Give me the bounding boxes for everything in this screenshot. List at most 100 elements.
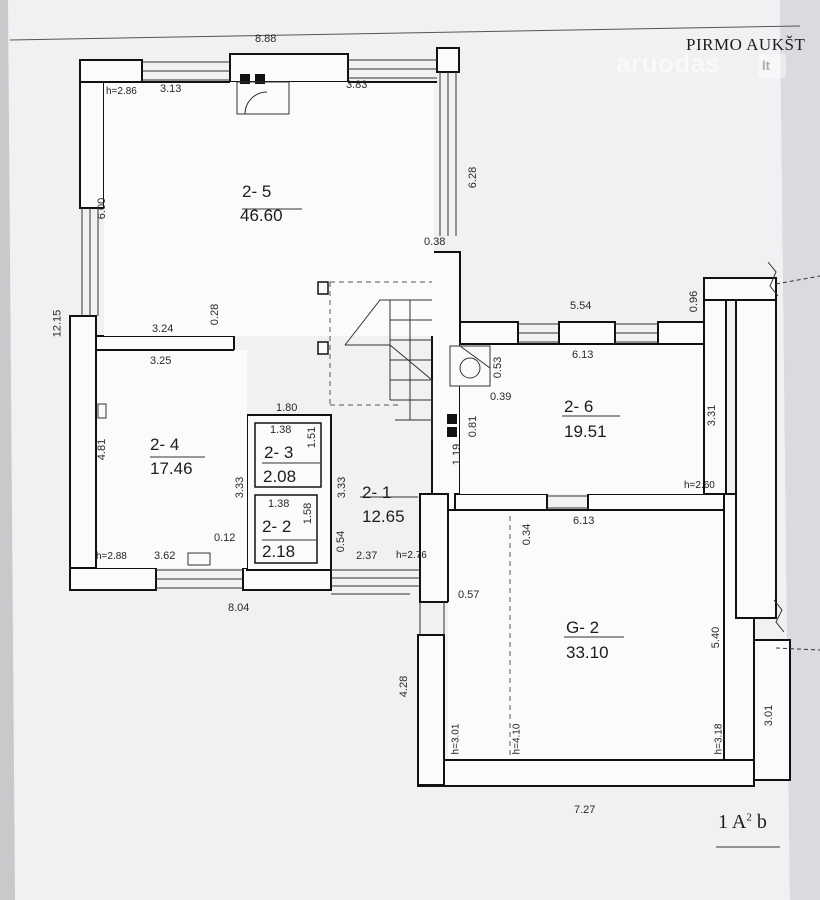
room-2-5-area: 46.60 — [240, 206, 283, 225]
room-g-2-floor — [448, 510, 724, 760]
window-r6-top-left — [518, 323, 559, 343]
room-2-2-floor — [254, 494, 318, 564]
wall-g2-left-top — [419, 493, 449, 603]
dim-left-total: 12.15 — [51, 309, 64, 338]
dim-wc-side-b: 3.33 — [336, 476, 349, 499]
wall-r6-right-top — [703, 277, 777, 301]
column-marker-lower — [317, 341, 329, 355]
window-r6-top-right — [615, 323, 658, 343]
dim-bottom-total: 8.04 — [228, 602, 250, 614]
watermark-logo: aruodas — [616, 48, 721, 78]
staircase — [344, 299, 433, 440]
wall-right-extension — [735, 299, 777, 619]
room-2-1-id: 2- 1 — [362, 483, 392, 502]
room-2-1-area: 12.65 — [362, 507, 405, 526]
dim-partition-top: 3.24 — [152, 323, 174, 335]
title-rule — [9, 25, 801, 41]
room-2-2-id: 2- 2 — [262, 517, 292, 536]
room-2-3-area: 2.08 — [263, 467, 297, 486]
height-r4: h=2.88 — [96, 551, 127, 562]
dim-top-total: 8.88 — [255, 33, 277, 45]
room-g-2-id: G- 2 — [566, 618, 600, 637]
dim-r6-top-inner: 6.13 — [572, 349, 594, 361]
wall-r6-top-left — [459, 321, 519, 345]
height-g2-left: h=3.01 — [450, 723, 462, 755]
wall-g2-bottom — [417, 759, 755, 787]
watermark-badge — [758, 54, 786, 78]
dim-hall-bottom: 2.37 — [356, 550, 378, 562]
sheet-label-sup: 2 — [746, 811, 752, 824]
sheet-label-prefix: 1 A — [718, 811, 747, 833]
wall-bottom-mid — [242, 567, 332, 591]
window-top-right — [348, 59, 437, 79]
door-r6-g2 — [547, 495, 588, 509]
dim-g2-left-outer: 4.28 — [398, 675, 411, 698]
wall-r6-g2-left — [454, 493, 548, 511]
entrance-steps — [331, 569, 420, 595]
dim-boiler-c: 0.81 — [467, 415, 480, 438]
wall-r6-right — [703, 277, 727, 495]
room-2-2-area: 2.18 — [262, 542, 296, 561]
room-2-4-area: 17.46 — [150, 459, 193, 478]
window-left — [81, 208, 99, 316]
dim-room4-depth: 4.81 — [96, 438, 109, 461]
dim-room4-gap: 0.12 — [214, 532, 236, 544]
dim-boiler-a: 0.53 — [492, 356, 505, 379]
room-2-3-floor — [254, 422, 322, 488]
wall-r6-top-mid — [558, 321, 616, 345]
dim-g2-top-thk: 0.34 — [521, 523, 534, 546]
wall-right-extension-low — [753, 639, 791, 781]
wall-top-right-post — [436, 47, 460, 73]
wall-left-lower — [69, 315, 97, 591]
window-bottom-r4 — [156, 569, 243, 589]
dim-wc-depth-b: 1.58 — [302, 502, 315, 525]
dim-partition-bottom: 3.25 — [150, 355, 172, 367]
room-g-2-area: 33.10 — [566, 643, 609, 662]
garage-door-opening — [419, 602, 445, 635]
room-2-5-id: 2- 5 — [242, 182, 272, 201]
wall-left-upper — [79, 59, 105, 209]
height-g2-right: h=3.18 — [713, 723, 725, 755]
wall-bottom-left — [69, 567, 157, 591]
chimney-flues — [236, 74, 290, 115]
wall-r6-g2-right — [587, 493, 727, 511]
dim-boiler-d: 1.19 — [451, 443, 464, 466]
height-hall: h=2.76 — [396, 550, 427, 561]
dim-r6-right-top: 0.96 — [688, 290, 701, 313]
sheet-label-suffix: b — [751, 811, 767, 833]
dim-top-left: 3.13 — [160, 83, 182, 95]
dim-wc-depth-a: 1.51 — [306, 426, 319, 449]
dim-hall-thk: 0.54 — [335, 530, 348, 553]
dim-partition-thk: 0.28 — [209, 303, 222, 326]
dim-wc-side-a: 3.33 — [234, 476, 247, 499]
room-2-4-floor — [96, 350, 247, 568]
sink-icon — [187, 552, 211, 566]
dim-room4-window: 3.62 — [154, 550, 176, 562]
sheet-title: PIRMO AUKŠT — [686, 35, 806, 54]
wall-g2-left-bottom — [417, 634, 445, 786]
wall-top-left-stub — [79, 59, 143, 83]
dim-g2-left-gap: 0.57 — [458, 589, 480, 601]
height-g2-mid: h=4.10 — [511, 723, 523, 755]
room-2-6-area: 19.51 — [564, 422, 607, 441]
height-r6: h=2.60 — [684, 480, 715, 491]
room-2-6-floor — [460, 344, 704, 494]
dim-left-upper: 6.00 — [96, 197, 109, 220]
room-2-4-id: 2- 4 — [150, 435, 180, 454]
dim-stair-gap: 0.38 — [424, 236, 446, 248]
dim-wc-inner-bottom: 1.38 — [268, 498, 290, 510]
room-2-3-id: 2- 3 — [264, 443, 294, 462]
dim-g2-top: 6.13 — [573, 515, 595, 527]
boiler-flues — [447, 345, 491, 437]
dim-g2-right-outer: 3.01 — [763, 704, 776, 727]
sheet-label: 1 A2 b — [718, 812, 767, 832]
dim-wc-width: 1.80 — [276, 402, 298, 414]
window-top-left — [142, 61, 230, 81]
dim-boiler-b: 0.39 — [490, 391, 512, 403]
dim-r6-top-outer: 5.54 — [570, 300, 592, 312]
dim-g2-bottom: 7.27 — [574, 804, 596, 816]
wall-partition-r4 — [95, 335, 235, 351]
dim-g2-depth: 5.40 — [710, 626, 723, 649]
